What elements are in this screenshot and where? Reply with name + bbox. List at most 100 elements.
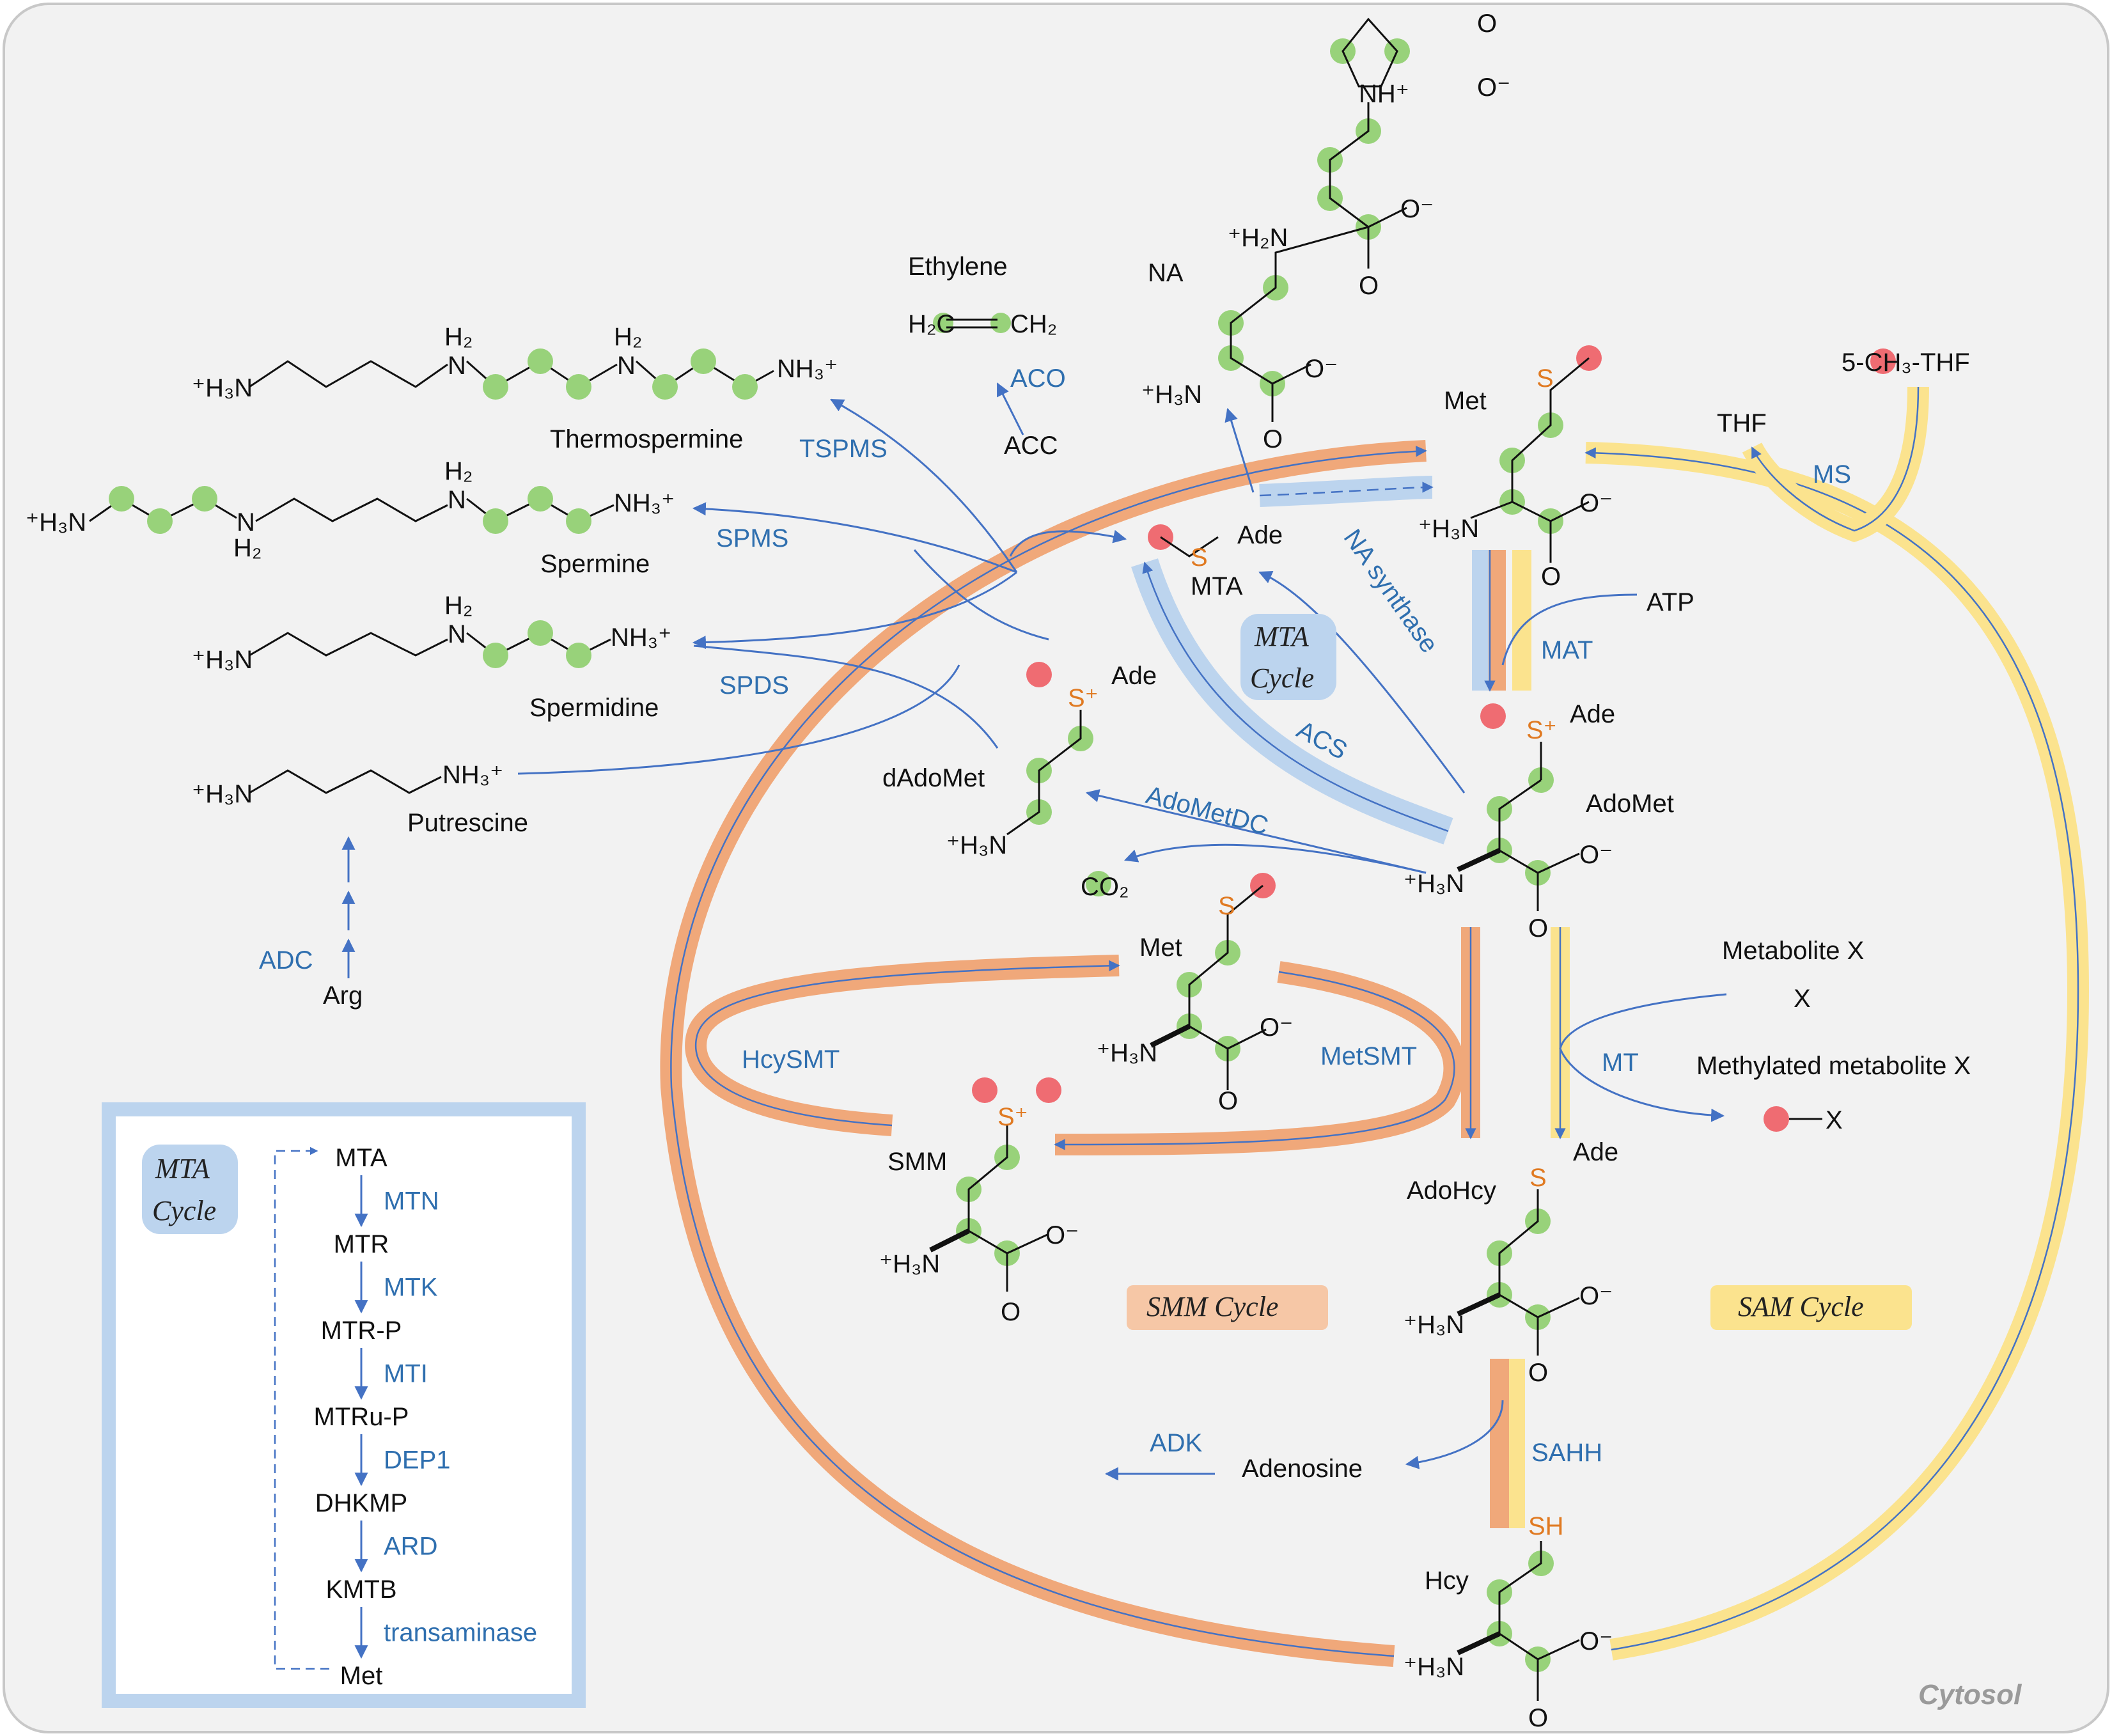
hcysmt-label: HcySMT — [742, 1045, 840, 1074]
hcy-label: Hcy — [1425, 1567, 1469, 1595]
thermospermine-structure — [249, 348, 774, 400]
svg-text:NH₃⁺: NH₃⁺ — [442, 761, 503, 789]
svg-text:O⁻: O⁻ — [1579, 1627, 1613, 1655]
mta-cycle-band — [1131, 476, 1496, 845]
svg-text:O: O — [1541, 563, 1561, 591]
mta-label: MTA — [1191, 572, 1243, 600]
x-product-label: X — [1826, 1106, 1843, 1134]
svg-text:H₂: H₂ — [444, 457, 473, 485]
met-top-structure — [1470, 345, 1602, 563]
compound-labels: Ethylene ACC NA Met MTA Thermospermine S… — [323, 253, 1971, 1595]
smm-cycle-band — [660, 440, 1509, 1667]
svg-text:Ade: Ade — [1237, 521, 1283, 549]
svg-text:NH₃⁺: NH₃⁺ — [777, 355, 838, 383]
adohcy-label: AdoHcy — [1407, 1177, 1496, 1205]
svg-text:S⁺: S⁺ — [1068, 684, 1099, 712]
svg-text:⁺H₃N: ⁺H₃N — [946, 831, 1007, 859]
svg-text:H₂: H₂ — [444, 323, 473, 351]
svg-text:O⁻: O⁻ — [1477, 74, 1510, 102]
svg-text:O: O — [1263, 425, 1283, 453]
inset-compound-1: MTR — [334, 1230, 389, 1258]
ethylene-label: Ethylene — [908, 253, 1008, 281]
atp-label: ATP — [1647, 588, 1694, 616]
dadomet-structure — [1006, 662, 1093, 836]
sam-cycle-badge: SAM Cycle — [1710, 1285, 1912, 1330]
svg-text:O: O — [1528, 914, 1548, 942]
svg-text:O⁻: O⁻ — [1579, 489, 1613, 517]
svg-text:O: O — [1528, 1359, 1548, 1387]
inset-compound-2: MTR-P — [321, 1317, 402, 1345]
methylated-x-label: Methylated metabolite X — [1696, 1052, 1971, 1080]
inset-enzyme-5: transaminase — [384, 1619, 537, 1647]
svg-text:O: O — [1218, 1087, 1238, 1115]
svg-text:N: N — [448, 486, 466, 514]
adc-label: ADC — [259, 946, 313, 974]
smm-structure — [929, 1077, 1061, 1292]
svg-text:Ade: Ade — [1570, 700, 1615, 728]
reaction-arrows — [341, 382, 1727, 1481]
mta-cycle-inset: MTA Cycle MTAMTNMTRMTKMTR-PMTIMTRu-PDEP1… — [102, 1102, 586, 1708]
metabolite-x-label: Metabolite X — [1722, 937, 1864, 965]
svg-text:S⁺: S⁺ — [1526, 716, 1557, 744]
svg-text:⁺H₃N: ⁺H₃N — [1404, 1311, 1464, 1339]
sam-cycle-band — [1506, 386, 2090, 1661]
svg-text:CH₂: CH₂ — [1010, 310, 1057, 338]
svg-text:S: S — [1218, 892, 1235, 920]
inset-enzyme-0: MTN — [384, 1187, 439, 1216]
spermine-label: Spermine — [540, 550, 650, 578]
inset-enzyme-1: MTK — [384, 1274, 438, 1302]
svg-text:⁺H₃N: ⁺H₃N — [1097, 1039, 1157, 1067]
svg-text:H₂: H₂ — [233, 534, 262, 562]
svg-text:NH₃⁺: NH₃⁺ — [611, 623, 671, 652]
svg-text:N: N — [448, 620, 466, 648]
svg-text:⁺H₃N: ⁺H₃N — [26, 508, 86, 536]
inset-enzyme-3: DEP1 — [384, 1446, 451, 1474]
cytosol-label: Cytosol — [1918, 1679, 2022, 1710]
thermospermine-label: Thermospermine — [550, 425, 743, 453]
svg-text:⁺H₃N: ⁺H₃N — [1404, 870, 1464, 898]
na-label: NA — [1148, 259, 1184, 287]
putrescine-structure — [249, 769, 442, 794]
svg-text:O⁻: O⁻ — [1304, 355, 1338, 383]
svg-text:O⁻: O⁻ — [1045, 1221, 1079, 1249]
methyl-group-dot — [1764, 1106, 1789, 1132]
methyl-thf-dot — [1870, 348, 1896, 374]
svg-text:Cycle: Cycle — [1250, 662, 1314, 694]
x-label: X — [1794, 985, 1811, 1013]
svg-text:O: O — [1001, 1298, 1021, 1326]
methyl-thf-label: 5-CH₃-THF — [1842, 348, 1970, 377]
inset-compound-3: MTRu-P — [314, 1403, 409, 1431]
svg-text:MTA: MTA — [1254, 621, 1310, 652]
svg-text:MTA: MTA — [155, 1153, 210, 1184]
met-top-label: Met — [1444, 387, 1487, 415]
tspms-label: TSPMS — [799, 435, 888, 463]
met-mid-structure — [1150, 873, 1276, 1090]
svg-text:H₂C: H₂C — [908, 310, 955, 338]
ms-label: MS — [1813, 460, 1851, 489]
co2-carbon-dot — [1086, 871, 1111, 896]
svg-text:O⁻: O⁻ — [1260, 1013, 1293, 1042]
svg-text:H₂: H₂ — [444, 591, 473, 620]
spermine-structure — [89, 486, 614, 534]
inset-compound-5: KMTB — [325, 1576, 396, 1604]
sahh-label: SAHH — [1531, 1439, 1602, 1467]
svg-text:⁺H₃N: ⁺H₃N — [1418, 515, 1479, 543]
adomet-label: AdoMet — [1586, 790, 1674, 818]
svg-text:⁺H₃N: ⁺H₃N — [192, 374, 253, 402]
metsmt-label: MetSMT — [1320, 1042, 1417, 1070]
svg-text:S: S — [1537, 364, 1554, 393]
svg-text:N: N — [237, 508, 255, 536]
met-mid-label: Met — [1139, 934, 1182, 962]
svg-text:S⁺: S⁺ — [997, 1103, 1028, 1131]
hcy-structure — [1457, 1541, 1580, 1701]
svg-text:O⁻: O⁻ — [1400, 195, 1434, 223]
inset-compound-4: DHKMP — [315, 1489, 407, 1517]
svg-text:SAM Cycle: SAM Cycle — [1738, 1291, 1864, 1322]
svg-text:SMM Cycle: SMM Cycle — [1146, 1291, 1278, 1322]
svg-text:⁺H₃N: ⁺H₃N — [192, 780, 253, 808]
inset-enzyme-2: MTI — [384, 1360, 428, 1388]
mt-label: MT — [1602, 1049, 1639, 1077]
inset-enzyme-4: ARD — [384, 1533, 437, 1561]
aco-label: ACO — [1010, 364, 1066, 393]
putrescine-label: Putrescine — [407, 809, 528, 837]
